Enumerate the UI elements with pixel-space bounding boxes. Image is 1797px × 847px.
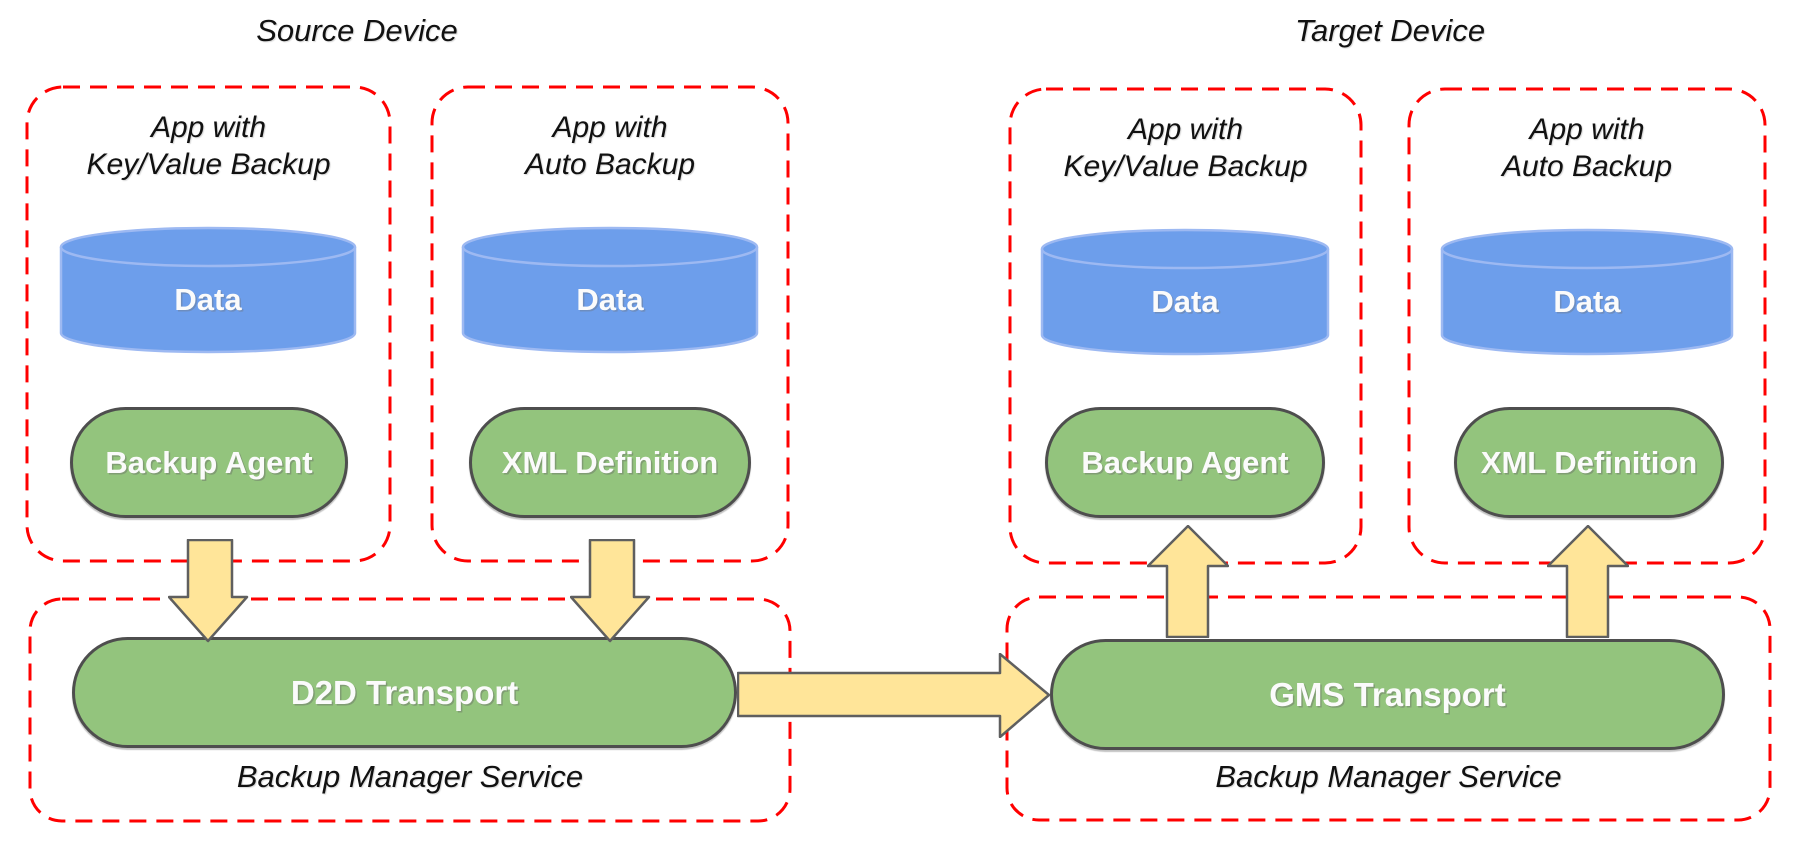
xml-definition-pill: XML Definition — [1454, 407, 1724, 518]
target-backup-manager-service-box: GMS Transport Backup Manager Service — [1005, 595, 1772, 822]
source-auto-app-box: App with Auto Backup Data XML Definition — [430, 85, 790, 563]
cylinder-shape — [1440, 228, 1734, 356]
app-box-title: App with Key/Value Backup — [1063, 113, 1308, 183]
source-device-title: Source Device — [256, 13, 458, 48]
target-keyvalue-app-box: App with Key/Value Backup Data Backup Ag… — [1008, 87, 1363, 565]
backup-agent-pill: Backup Agent — [70, 407, 348, 518]
gms-transport-pill: GMS Transport — [1050, 639, 1725, 750]
data-cylinder: Data — [1440, 228, 1734, 361]
dashed-border — [1407, 87, 1767, 565]
right-arrow-icon — [737, 653, 1051, 738]
data-label: Data — [174, 282, 242, 317]
backup-agent-pill: Backup Agent — [1045, 407, 1325, 518]
source-backup-manager-service-box: D2D Transport Backup Manager Service — [28, 597, 792, 823]
xml-definition-pill: XML Definition — [469, 407, 751, 518]
data-cylinder: Data — [59, 226, 357, 359]
service-label: Backup Manager Service — [1215, 759, 1562, 794]
data-label: Data — [1553, 284, 1621, 319]
source-keyvalue-app-box: App with Key/Value Backup Data Backup Ag… — [25, 85, 392, 563]
d2d-transport-pill: D2D Transport — [72, 637, 737, 748]
up-arrow-icon — [1547, 525, 1629, 638]
down-arrow-icon — [168, 539, 249, 643]
up-arrow-icon — [1147, 525, 1229, 638]
app-box-title: App with Auto Backup — [1501, 113, 1673, 183]
cylinder-shape — [1040, 228, 1330, 356]
service-label: Backup Manager Service — [236, 759, 584, 794]
data-label: Data — [576, 282, 644, 317]
down-arrow-icon — [570, 539, 651, 643]
target-device-title: Target Device — [1294, 13, 1486, 48]
dashed-border — [430, 85, 790, 563]
target-auto-app-box: App with Auto Backup Data XML Definition — [1407, 87, 1767, 565]
app-box-title: App with Auto Backup — [524, 111, 696, 181]
data-cylinder: Data — [1040, 228, 1330, 361]
app-box-title: App with Key/Value Backup — [86, 111, 331, 181]
data-label: Data — [1151, 284, 1219, 319]
data-cylinder: Data — [461, 226, 759, 359]
cylinder-shape — [59, 226, 357, 354]
cylinder-shape — [461, 226, 759, 354]
